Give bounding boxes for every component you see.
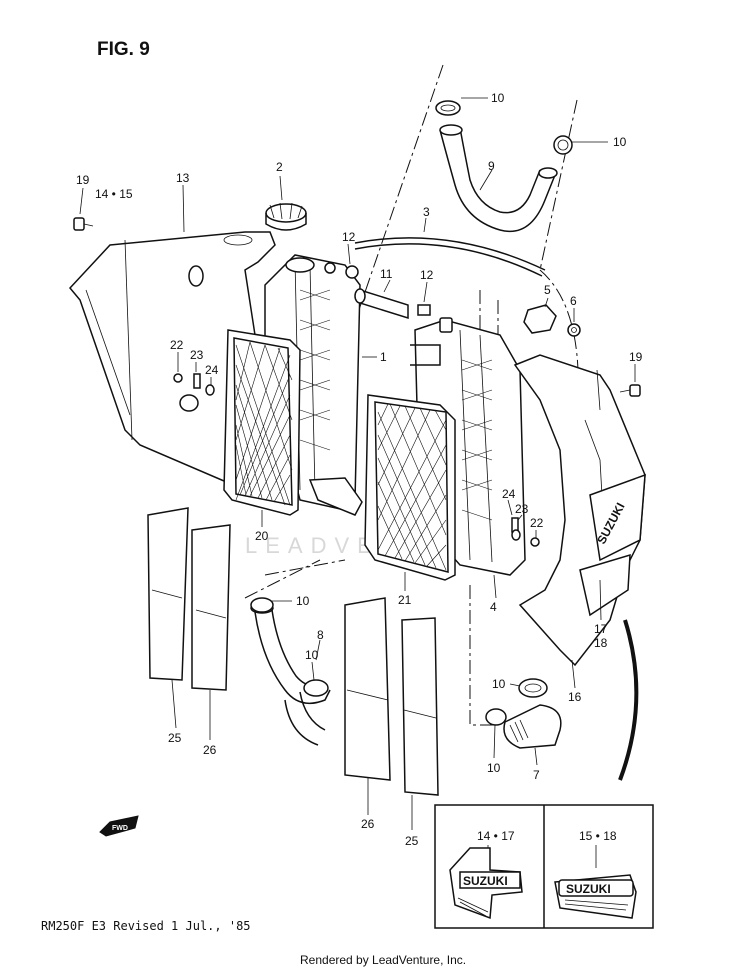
collar-23-left[interactable] bbox=[193, 373, 201, 389]
callout-13: 13 bbox=[176, 171, 190, 185]
lower-left-hose[interactable] bbox=[250, 602, 331, 746]
callout-21: 21 bbox=[398, 593, 412, 607]
left-shroud-emblem[interactable]: SUZUKI bbox=[449, 847, 523, 920]
hose-clamp-lower-left-mid[interactable] bbox=[303, 679, 329, 697]
hose-clamp-top-left[interactable] bbox=[435, 100, 461, 116]
callout-18: 18 bbox=[594, 636, 608, 650]
callout-10-top-left: 10 bbox=[491, 91, 505, 105]
callout-26-left: 26 bbox=[203, 743, 217, 757]
shroud-emblem-area bbox=[589, 473, 646, 562]
callout-9: 9 bbox=[488, 159, 495, 173]
lower-right-hose[interactable] bbox=[503, 704, 562, 749]
callout-20: 20 bbox=[255, 529, 269, 543]
shroud-grommet-lower bbox=[179, 394, 199, 412]
leader-lines bbox=[79, 97, 636, 830]
callout-10-lower-left-mid: 10 bbox=[305, 648, 319, 662]
left-emblem-brand: SUZUKI bbox=[463, 874, 508, 888]
inset-left-label: 14 • 17 bbox=[477, 829, 515, 843]
callout-22-left: 22 bbox=[170, 338, 184, 352]
bolt-19-right[interactable] bbox=[619, 384, 641, 397]
left-radiator-shroud[interactable] bbox=[69, 231, 276, 491]
right-radiator-guard[interactable] bbox=[364, 394, 456, 581]
callout-19-right: 19 bbox=[629, 350, 643, 364]
callout-2: 2 bbox=[276, 160, 283, 174]
breather-tube[interactable] bbox=[354, 237, 546, 277]
callout-16: 16 bbox=[568, 690, 582, 704]
shroud-plate-25-left[interactable] bbox=[147, 507, 189, 681]
shroud-plate-26-center[interactable] bbox=[344, 597, 391, 781]
callout-14-15: 14 • 15 bbox=[95, 187, 133, 201]
callout-labels: 10 10 9 3 2 13 19 14 • 15 12 11 12 1 5 6… bbox=[76, 91, 643, 848]
forward-arrow-label: FWD bbox=[112, 825, 128, 832]
callout-23-left: 23 bbox=[190, 348, 204, 362]
callout-3: 3 bbox=[423, 205, 430, 219]
callout-25-center: 25 bbox=[405, 834, 419, 848]
callout-10-lower-right-b: 10 bbox=[487, 761, 501, 775]
shroud-grommet-upper bbox=[188, 265, 204, 287]
callout-26-center: 26 bbox=[361, 817, 375, 831]
footer-model-revision: RM250F E3 Revised 1 Jul., '85 bbox=[41, 919, 251, 933]
callout-10-lower-left-top: 10 bbox=[296, 594, 310, 608]
callout-12-upper: 12 bbox=[342, 230, 356, 244]
hose-clamp-lower-right-b[interactable] bbox=[485, 708, 507, 726]
right-radiator-shroud[interactable]: SUZUKI bbox=[513, 354, 646, 667]
inset-right-label: 15 • 18 bbox=[579, 829, 617, 843]
callout-1: 1 bbox=[380, 350, 387, 364]
right-shroud-emblem[interactable]: SUZUKI bbox=[554, 874, 637, 919]
callout-10-lower-right-a: 10 bbox=[492, 677, 506, 691]
callout-10-top-right: 10 bbox=[613, 135, 627, 149]
bolt-22-right[interactable] bbox=[530, 537, 540, 547]
callout-19-left: 19 bbox=[76, 173, 90, 187]
radiator-mount-nut-5[interactable] bbox=[523, 304, 557, 334]
callout-17: 17 bbox=[594, 622, 608, 636]
callout-24-left: 24 bbox=[205, 363, 219, 377]
shroud-plate-26-left[interactable] bbox=[191, 524, 231, 691]
figure-title: FIG. 9 bbox=[97, 39, 150, 60]
callout-23-right: 23 bbox=[515, 502, 529, 516]
hose-clamp-12-lower[interactable] bbox=[417, 304, 431, 316]
right-emblem-brand: SUZUKI bbox=[566, 882, 611, 896]
emblem-inset: 14 • 17 15 • 18 SUZUKI SUZUKI bbox=[434, 804, 654, 929]
hose-clamp-top-right[interactable] bbox=[553, 135, 573, 155]
left-radiator-guard[interactable] bbox=[223, 329, 301, 516]
footer-credit: Rendered by LeadVenture, Inc. bbox=[300, 953, 466, 967]
callout-24-right: 24 bbox=[502, 487, 516, 501]
callout-8: 8 bbox=[317, 628, 324, 642]
callout-5: 5 bbox=[544, 283, 551, 297]
callout-12-lower: 12 bbox=[420, 268, 434, 282]
radiator-cap[interactable] bbox=[265, 202, 307, 231]
connecting-hose[interactable] bbox=[354, 288, 409, 320]
hose-clamp-12-upper[interactable] bbox=[345, 265, 359, 279]
washer-24-right[interactable] bbox=[511, 529, 521, 541]
callout-11: 11 bbox=[380, 267, 393, 281]
bolt-22-left[interactable] bbox=[173, 373, 183, 383]
callout-4: 4 bbox=[490, 600, 497, 614]
upper-radiator-hose[interactable] bbox=[439, 124, 558, 233]
bolt-19-left[interactable] bbox=[73, 217, 94, 231]
shroud-plate-25-center[interactable] bbox=[401, 617, 439, 796]
hose-clamp-lower-left-top[interactable] bbox=[250, 597, 274, 613]
forward-arrow: FWD bbox=[99, 815, 139, 837]
hose-clamp-lower-right-a[interactable] bbox=[518, 678, 548, 698]
callout-7: 7 bbox=[533, 768, 540, 782]
callout-25-left: 25 bbox=[168, 731, 182, 745]
washer-24-left[interactable] bbox=[205, 384, 215, 396]
frame-curve bbox=[618, 619, 639, 781]
callout-22-right: 22 bbox=[530, 516, 544, 530]
nut-6[interactable] bbox=[567, 323, 581, 337]
callout-6: 6 bbox=[570, 294, 577, 308]
radiator-filler-neck bbox=[285, 257, 315, 273]
